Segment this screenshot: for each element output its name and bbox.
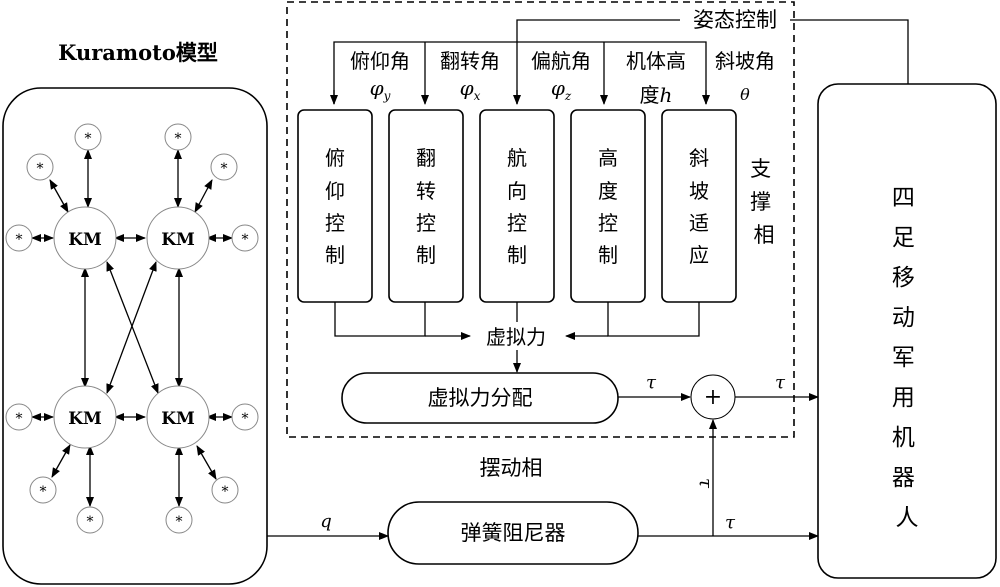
link-bl-diag — [51, 444, 71, 478]
small-node: * — [231, 224, 259, 252]
controller-slope: 斜坡适应 — [661, 109, 737, 303]
input-yaw-symbol: φz — [551, 76, 572, 103]
small-node: * — [29, 476, 57, 504]
small-node: * — [165, 506, 193, 534]
controller-height: 高度控制 — [570, 109, 646, 303]
svg-text:*: * — [222, 484, 229, 500]
km-node: KM — [146, 206, 210, 270]
controller-roll: 翻转控制 — [388, 109, 464, 303]
svg-text:*: * — [87, 514, 94, 530]
svg-text:弹簧阻尼器: 弹簧阻尼器 — [461, 521, 566, 545]
summing-junction: + — [690, 374, 736, 420]
spring-damper: 弹簧阻尼器 — [387, 501, 639, 565]
input-height: 机体高 — [626, 49, 686, 73]
km-node: KM — [146, 385, 210, 449]
small-node: * — [26, 153, 54, 181]
support-phase-region — [286, 1, 795, 438]
link-tr-diag — [194, 179, 213, 213]
svg-text:航向控制: 航向控制 — [507, 146, 527, 267]
small-node: * — [5, 403, 33, 431]
controller-yaw: 航向控制 — [479, 109, 555, 303]
svg-text:翻转控制: 翻转控制 — [416, 146, 436, 267]
input-roll: 翻转角 — [440, 49, 500, 73]
svg-text:*: * — [37, 161, 44, 177]
small-node: * — [164, 123, 192, 151]
input-pitch: 俯仰角 — [350, 49, 410, 73]
small-node: * — [210, 153, 238, 181]
feedback-line — [790, 19, 909, 84]
controller-pitch: 俯仰控制 — [297, 109, 373, 303]
input-labels: 俯仰角 φy 翻转角 φx 偏航角 φz 机体高 度h 斜坡角 θ — [350, 49, 775, 107]
svg-text:KM: KM — [161, 230, 195, 250]
svg-text:四 足 移 动: 四 足 移 动 军 用 机 器 人 — [892, 185, 922, 531]
merge-left — [334, 302, 426, 337]
input-height-2: 度h — [640, 83, 673, 107]
small-node: * — [74, 123, 102, 151]
tau-label-2: τ — [775, 372, 786, 393]
svg-text:*: * — [175, 131, 182, 147]
km-node: KM — [53, 385, 117, 449]
link-tl-diag — [49, 179, 69, 213]
svg-text:KM: KM — [161, 409, 195, 429]
controller-boxes: 俯仰控制 翻转控制 航向控制 高度控制 斜坡适应 — [297, 109, 737, 303]
attitude-bus — [333, 41, 707, 104]
svg-text:*: * — [176, 514, 183, 530]
tau-label-vertical: τ — [695, 478, 716, 489]
small-node: * — [76, 506, 104, 534]
svg-text:*: * — [85, 131, 92, 147]
svg-text:+: + — [704, 385, 722, 410]
svg-text:*: * — [221, 161, 228, 177]
small-node: * — [231, 403, 259, 431]
attitude-control-label: 姿态控制 — [693, 8, 777, 32]
robot-box: 四 足 移 动 军 用 机 器 人 — [817, 83, 997, 579]
small-node: * — [5, 224, 33, 252]
svg-text:*: * — [242, 232, 249, 248]
svg-text:*: * — [242, 411, 249, 427]
input-slope-symbol: θ — [740, 85, 750, 104]
q-label: q — [320, 511, 332, 532]
svg-text:斜坡适应: 斜坡适应 — [689, 146, 709, 267]
virtual-force-label: 虚拟力 — [486, 325, 546, 349]
tau-label-3: τ — [725, 512, 736, 533]
svg-text:*: * — [40, 484, 47, 500]
link-br-diag — [196, 445, 217, 480]
merge-right — [607, 302, 700, 337]
attitude-bus-top — [516, 19, 680, 104]
swing-phase-label: 摆动相 — [480, 456, 543, 480]
virtual-force-distribution: 虚拟力分配 — [341, 372, 619, 424]
tau-label-1: τ — [646, 372, 657, 393]
input-yaw: 偏航角 — [531, 49, 591, 73]
support-phase-label: 支 撑 相 — [750, 157, 778, 247]
input-roll-symbol: φx — [460, 76, 481, 103]
svg-text:高度控制: 高度控制 — [598, 146, 618, 267]
svg-text:*: * — [16, 411, 23, 427]
svg-text:虚拟力分配: 虚拟力分配 — [428, 386, 533, 410]
kuramoto-title: Kuramoto模型 — [58, 40, 218, 65]
km-link-diag-2 — [106, 261, 157, 394]
svg-text:KM: KM — [68, 230, 102, 250]
km-node: KM — [53, 206, 117, 270]
small-node: * — [211, 476, 239, 504]
svg-text:*: * — [16, 232, 23, 248]
svg-text:俯仰控制: 俯仰控制 — [325, 146, 345, 267]
input-pitch-symbol: φy — [370, 76, 391, 103]
svg-text:KM: KM — [68, 409, 102, 429]
input-slope: 斜坡角 — [715, 49, 775, 73]
kuramoto-network: * * * * * * * * * * * * KM KM KM KM — [5, 123, 259, 534]
